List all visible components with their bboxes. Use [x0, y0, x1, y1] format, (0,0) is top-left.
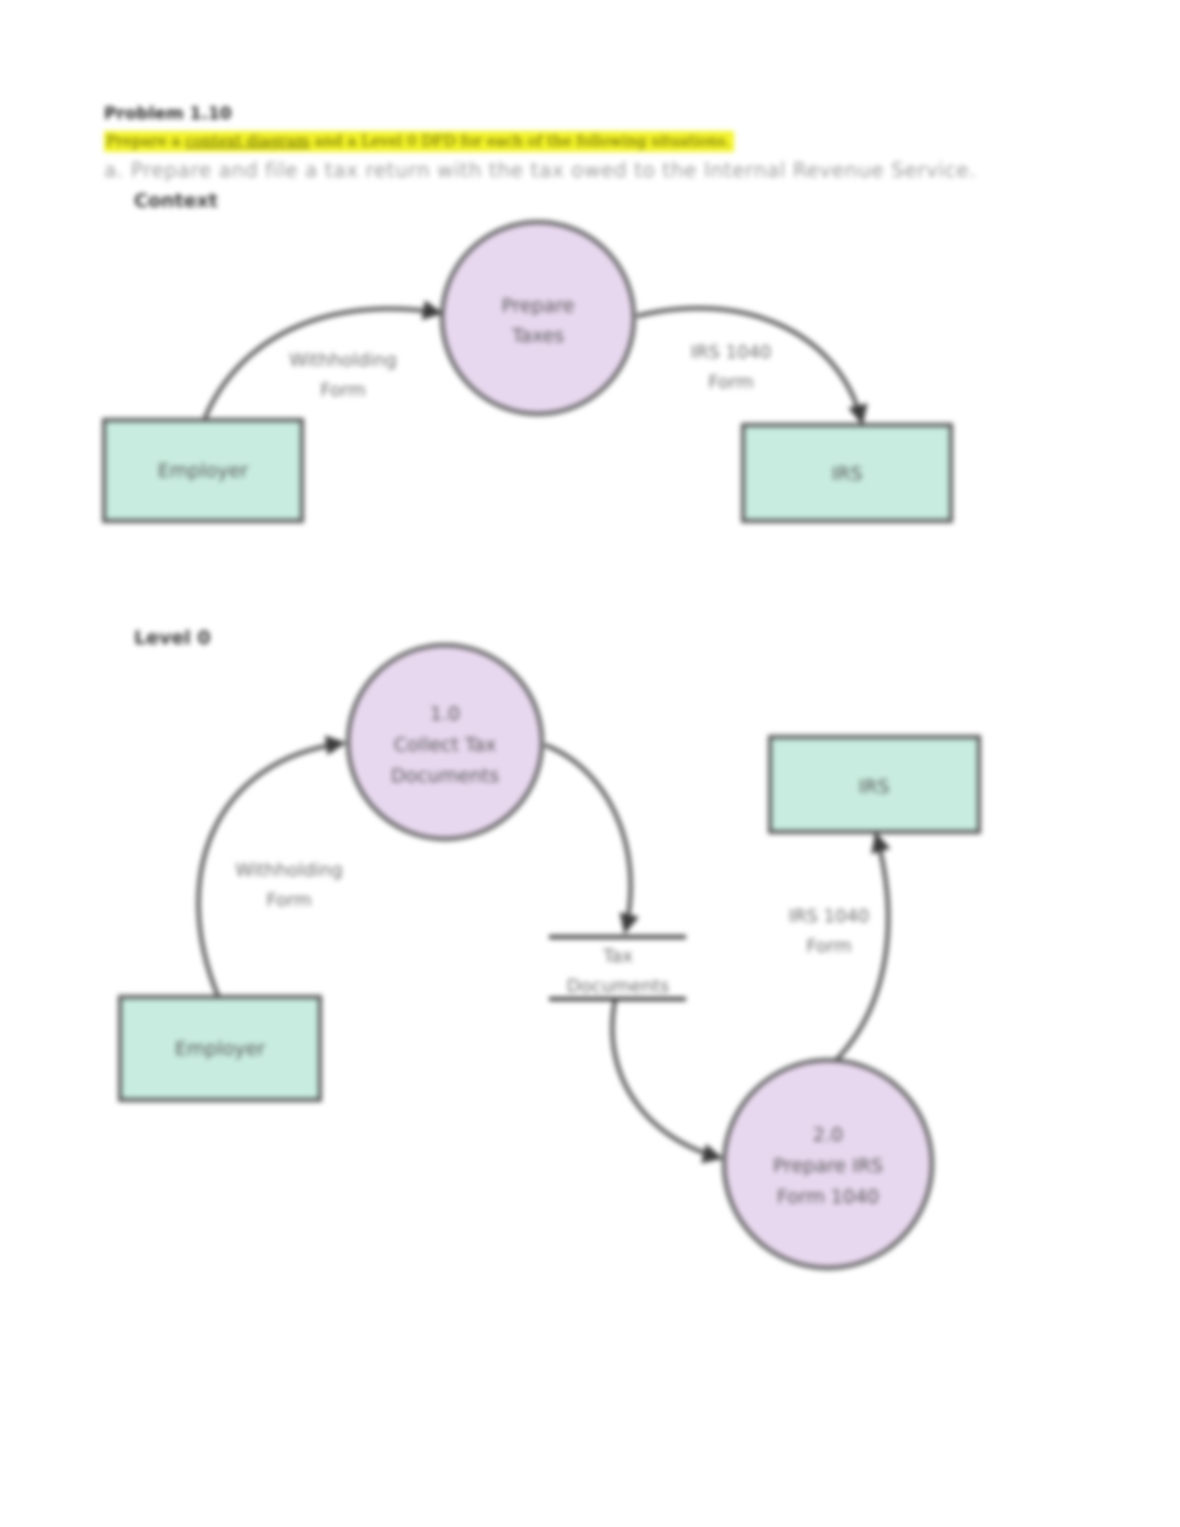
context-process-label-line-2: Taxes — [511, 325, 564, 347]
context-flow-irs-label-line-1: IRS 1040 — [691, 342, 772, 363]
level0-flow-withholding-label-line-2: Form — [266, 890, 311, 911]
problem-heading: Problem 1.10 — [104, 104, 232, 124]
level0-entity-irs-label: IRS — [859, 776, 890, 798]
level0-entity-employer-label: Employer — [175, 1038, 265, 1060]
level0-flow-irs-label-line-1: IRS 1040 — [789, 906, 870, 927]
context-entity-employer-box — [102, 418, 304, 523]
level0-process-1-circle — [346, 643, 544, 841]
context-entity-irs-box — [741, 423, 953, 523]
context-flow-withholding-label-line-2: Form — [320, 380, 365, 401]
instruction-highlighted: Prepare a context diagram and a Level 0 … — [104, 131, 735, 152]
level0-process-2-label-line-1: 2.0 — [813, 1124, 843, 1146]
instruction-part-3: and a Level 0 DFD for each of the follow… — [309, 132, 731, 150]
context-process-circle — [440, 220, 636, 416]
level0-entity-irs-box — [768, 735, 981, 834]
context-entity-employer-label: Employer — [158, 460, 248, 482]
level0-entity-employer-box — [118, 995, 322, 1102]
level0-process-2-circle — [722, 1058, 934, 1270]
context-flow-irs-label-line-2: Form — [708, 372, 753, 393]
level0-data-store-label-line-1: Tax — [602, 946, 633, 967]
level0-data-store-label-line-2: Documents — [567, 976, 670, 997]
level0-flow-to-store-arrow — [544, 743, 639, 934]
context-entity-irs-label: IRS — [832, 463, 863, 485]
level0-process-1-label-line-3: Documents — [391, 765, 499, 787]
instruction-part-2: context diagram — [185, 132, 310, 150]
level0-process-1-label-line-2: Collect Tax — [394, 734, 496, 756]
level0-flow-withholding-arrow — [196, 735, 346, 997]
level0-process-2-label-line-2: Prepare IRS — [773, 1155, 883, 1177]
level0-process-2-label-line-3: Form 1040 — [777, 1186, 879, 1208]
level0-flow-from-store-arrow — [610, 999, 723, 1164]
level0-flow-irs-arrow — [828, 832, 891, 1068]
context-flow-irs-arrow — [636, 306, 868, 425]
context-flow-withholding-arrow — [203, 300, 443, 419]
context-diagram: Prepare Taxes Employer IRS Withholding F… — [102, 220, 953, 523]
context-process-label-line-1: Prepare — [502, 295, 575, 317]
level0-process-1-label-line-1: 1.0 — [430, 703, 460, 725]
context-flow-withholding-label-line-1: Withholding — [289, 350, 397, 371]
level0-label: Level 0 — [134, 627, 211, 649]
level0-flow-irs-label-line-2: Form — [806, 936, 851, 957]
level0-flow-withholding-label-line-1: Withholding — [235, 860, 343, 881]
item-a-text: a. Prepare and file a tax return with th… — [104, 158, 977, 182]
instruction-part-1: Prepare a — [106, 132, 186, 150]
level0-diagram: 1.0 Collect Tax Documents 2.0 Prepare IR… — [118, 643, 981, 1270]
context-label: Context — [134, 190, 218, 212]
